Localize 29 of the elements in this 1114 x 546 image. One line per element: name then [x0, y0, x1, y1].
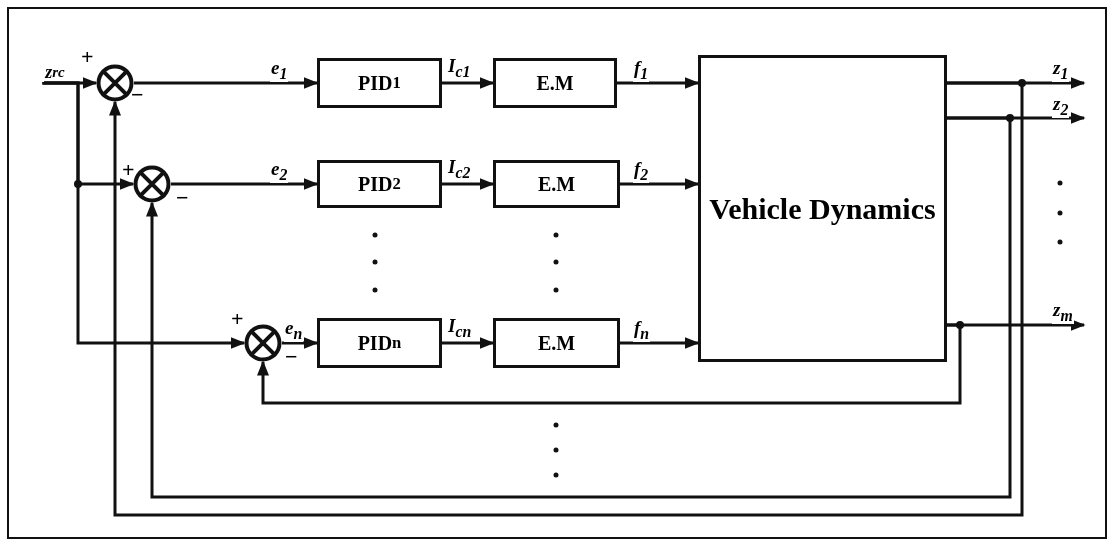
- minus-sign: −: [285, 346, 298, 368]
- feedback-arrow: [257, 323, 962, 405]
- arrow: [171, 178, 319, 190]
- signal-label: f$_{2}$: [633, 159, 650, 184]
- plant-block: Vehicle Dynamics: [698, 55, 947, 362]
- arrow: [282, 337, 319, 349]
- process-box: E.M: [493, 160, 620, 208]
- plus-sign: +: [81, 46, 94, 68]
- arrow: [42, 80, 246, 349]
- minus-sign: −: [176, 187, 189, 209]
- plus-sign: +: [122, 159, 135, 181]
- summing-junction: [244, 324, 282, 362]
- signal-label: f$_{n}$: [633, 318, 651, 343]
- feedback-arrow: [146, 116, 1012, 499]
- plus-sign: +: [231, 308, 244, 330]
- arrow: [134, 77, 319, 89]
- arrow: [620, 337, 700, 349]
- arrow: [442, 337, 495, 349]
- signal-label: f$_{1}$: [633, 58, 650, 83]
- arrow: [442, 77, 495, 89]
- minus-sign: −: [131, 84, 144, 106]
- summing-junction: [96, 64, 134, 102]
- arrow: [620, 178, 700, 190]
- arrow: [442, 178, 495, 190]
- process-box: E.M: [493, 318, 620, 368]
- feedback-arrow: [109, 81, 1024, 517]
- summing-junction: [133, 165, 171, 203]
- arrow: [617, 77, 700, 89]
- process-box: E.M: [493, 58, 617, 108]
